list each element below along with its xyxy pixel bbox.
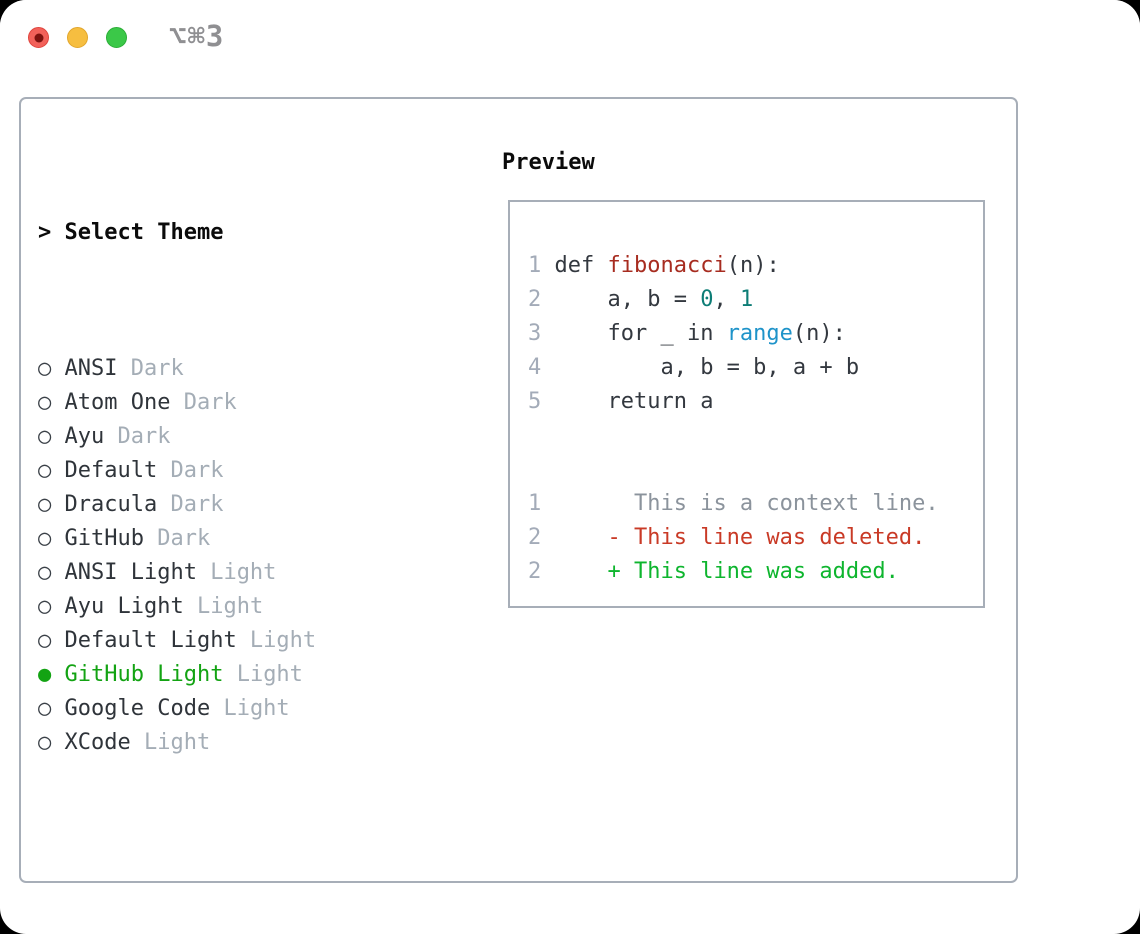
theme-list-column: > Select Theme ○ ANSI Dark○ Atom One Dar…	[38, 148, 493, 934]
theme-option[interactable]: ○ Google Code Light	[38, 692, 493, 726]
theme-variant-label: Dark	[117, 356, 184, 381]
line-number: 2	[528, 559, 555, 584]
theme-option[interactable]: ● GitHub Light Light	[38, 658, 493, 692]
preview-title: Preview	[502, 150, 595, 175]
theme-variant-label: Dark	[157, 458, 224, 483]
radio-unselected-icon: ○	[38, 356, 65, 381]
radio-unselected-icon: ○	[38, 424, 65, 449]
radio-unselected-icon: ○	[38, 628, 65, 653]
zoom-button[interactable]	[106, 27, 127, 48]
theme-option[interactable]: ○ ANSI Light Light	[38, 556, 493, 590]
code-segment: a, b = b, a + b	[554, 355, 860, 380]
code-segment: This is a context line.	[554, 491, 939, 516]
traffic-lights	[28, 27, 127, 48]
code-line: 4 a, b = b, a + b	[528, 351, 975, 385]
option-label: XCode	[64, 730, 131, 755]
code-segment: fibonacci	[607, 253, 727, 278]
code-line: 1 def fibonacci(n):	[528, 249, 975, 283]
prompt-chevron-icon: >	[38, 220, 52, 245]
code-segment: return a	[554, 389, 714, 414]
code-segment: range	[726, 321, 793, 346]
option-label: GitHub	[64, 526, 144, 551]
code-segment: 1	[739, 287, 754, 312]
line-number: 1	[528, 491, 555, 516]
theme-option[interactable]: ○ ANSI Dark	[38, 352, 493, 386]
select-theme-header: > Select Theme	[38, 216, 493, 250]
theme-list: ○ ANSI Dark○ Atom One Dark○ Ayu Dark○ De…	[38, 352, 493, 760]
code-segment: def	[554, 253, 608, 278]
code-line: 2 a, b = 0, 1	[528, 283, 975, 317]
theme-option[interactable]: ○ Dracula Dark	[38, 488, 493, 522]
radio-unselected-icon: ○	[38, 526, 65, 551]
theme-option[interactable]: ○ Atom One Dark	[38, 386, 493, 420]
code-segment: for _ in	[554, 321, 727, 346]
option-label: GitHub Light	[64, 662, 224, 687]
option-label: Default Light	[64, 628, 237, 653]
line-number: 3	[528, 321, 555, 346]
code-segment: ,	[713, 287, 740, 312]
spacer	[38, 862, 493, 896]
option-label: Ayu Light	[64, 594, 184, 619]
option-label: Ayu	[64, 424, 105, 449]
code-segment: 0	[700, 287, 714, 312]
minimize-button[interactable]	[67, 27, 88, 48]
line-number: 1	[528, 253, 555, 278]
theme-option[interactable]: ○ Default Light Light	[38, 624, 493, 658]
radio-unselected-icon: ○	[38, 594, 65, 619]
theme-variant-label: Dark	[143, 526, 211, 551]
radio-unselected-icon: ○	[38, 560, 65, 585]
select-theme-header-label: Select Theme	[64, 220, 224, 245]
radio-unselected-icon: ○	[38, 390, 65, 415]
code-segment: a, b =	[554, 287, 701, 312]
option-label: Atom One	[64, 390, 171, 415]
option-label: ANSI	[64, 356, 118, 381]
theme-variant-label: Dark	[157, 492, 224, 517]
theme-option[interactable]: ○ GitHub Dark	[38, 522, 493, 556]
radio-unselected-icon: ○	[38, 696, 65, 721]
code-line: 1 This is a context line.	[528, 487, 975, 521]
theme-variant-label: Light	[183, 594, 264, 619]
theme-variant-label: Light	[236, 628, 317, 653]
theme-variant-label: Light	[130, 730, 211, 755]
option-label: Dracula	[64, 492, 158, 517]
theme-option[interactable]: ○ Ayu Dark	[38, 420, 493, 454]
theme-variant-label: Dark	[170, 390, 237, 415]
theme-variant-label: Light	[210, 696, 290, 721]
theme-variant-label: Light	[196, 560, 277, 585]
code-segment: + This line was added.	[554, 559, 899, 584]
code-line: 5 return a	[528, 385, 975, 419]
code-segment: (n):	[726, 253, 780, 278]
theme-option[interactable]: ○ Default Dark	[38, 454, 493, 488]
line-number: 2	[528, 287, 555, 312]
option-label: ANSI Light	[64, 560, 197, 585]
theme-picker-panel: > Select Theme ○ ANSI Dark○ Atom One Dar…	[19, 97, 1018, 883]
theme-variant-label: Light	[223, 662, 303, 687]
titlebar: ⌥⌘3	[0, 0, 1140, 74]
close-button-dot-icon	[34, 33, 43, 42]
close-button[interactable]	[28, 27, 49, 48]
window-title-shortcut: ⌥⌘3	[169, 19, 225, 53]
radio-unselected-icon: ○	[38, 730, 65, 755]
radio-selected-icon: ●	[38, 662, 65, 687]
line-number: 4	[528, 355, 555, 380]
option-label: Default	[64, 458, 158, 483]
theme-option[interactable]: ○ Ayu Light Light	[38, 590, 493, 624]
code-line: 2 + This line was added.	[528, 555, 975, 589]
radio-unselected-icon: ○	[38, 492, 65, 517]
code-segment: (n):	[792, 321, 846, 346]
code-line	[528, 453, 975, 487]
radio-unselected-icon: ○	[38, 458, 65, 483]
code-line	[528, 419, 975, 453]
theme-option[interactable]: ○ XCode Light	[38, 726, 493, 760]
code-segment: - This line was deleted.	[554, 525, 926, 550]
theme-variant-label: Dark	[104, 424, 171, 449]
line-number: 2	[528, 525, 555, 550]
code-line: 2 - This line was deleted.	[528, 521, 975, 555]
option-label: Google Code	[64, 696, 211, 721]
line-number: 5	[528, 389, 555, 414]
code-line: 3 for _ in range(n):	[528, 317, 975, 351]
